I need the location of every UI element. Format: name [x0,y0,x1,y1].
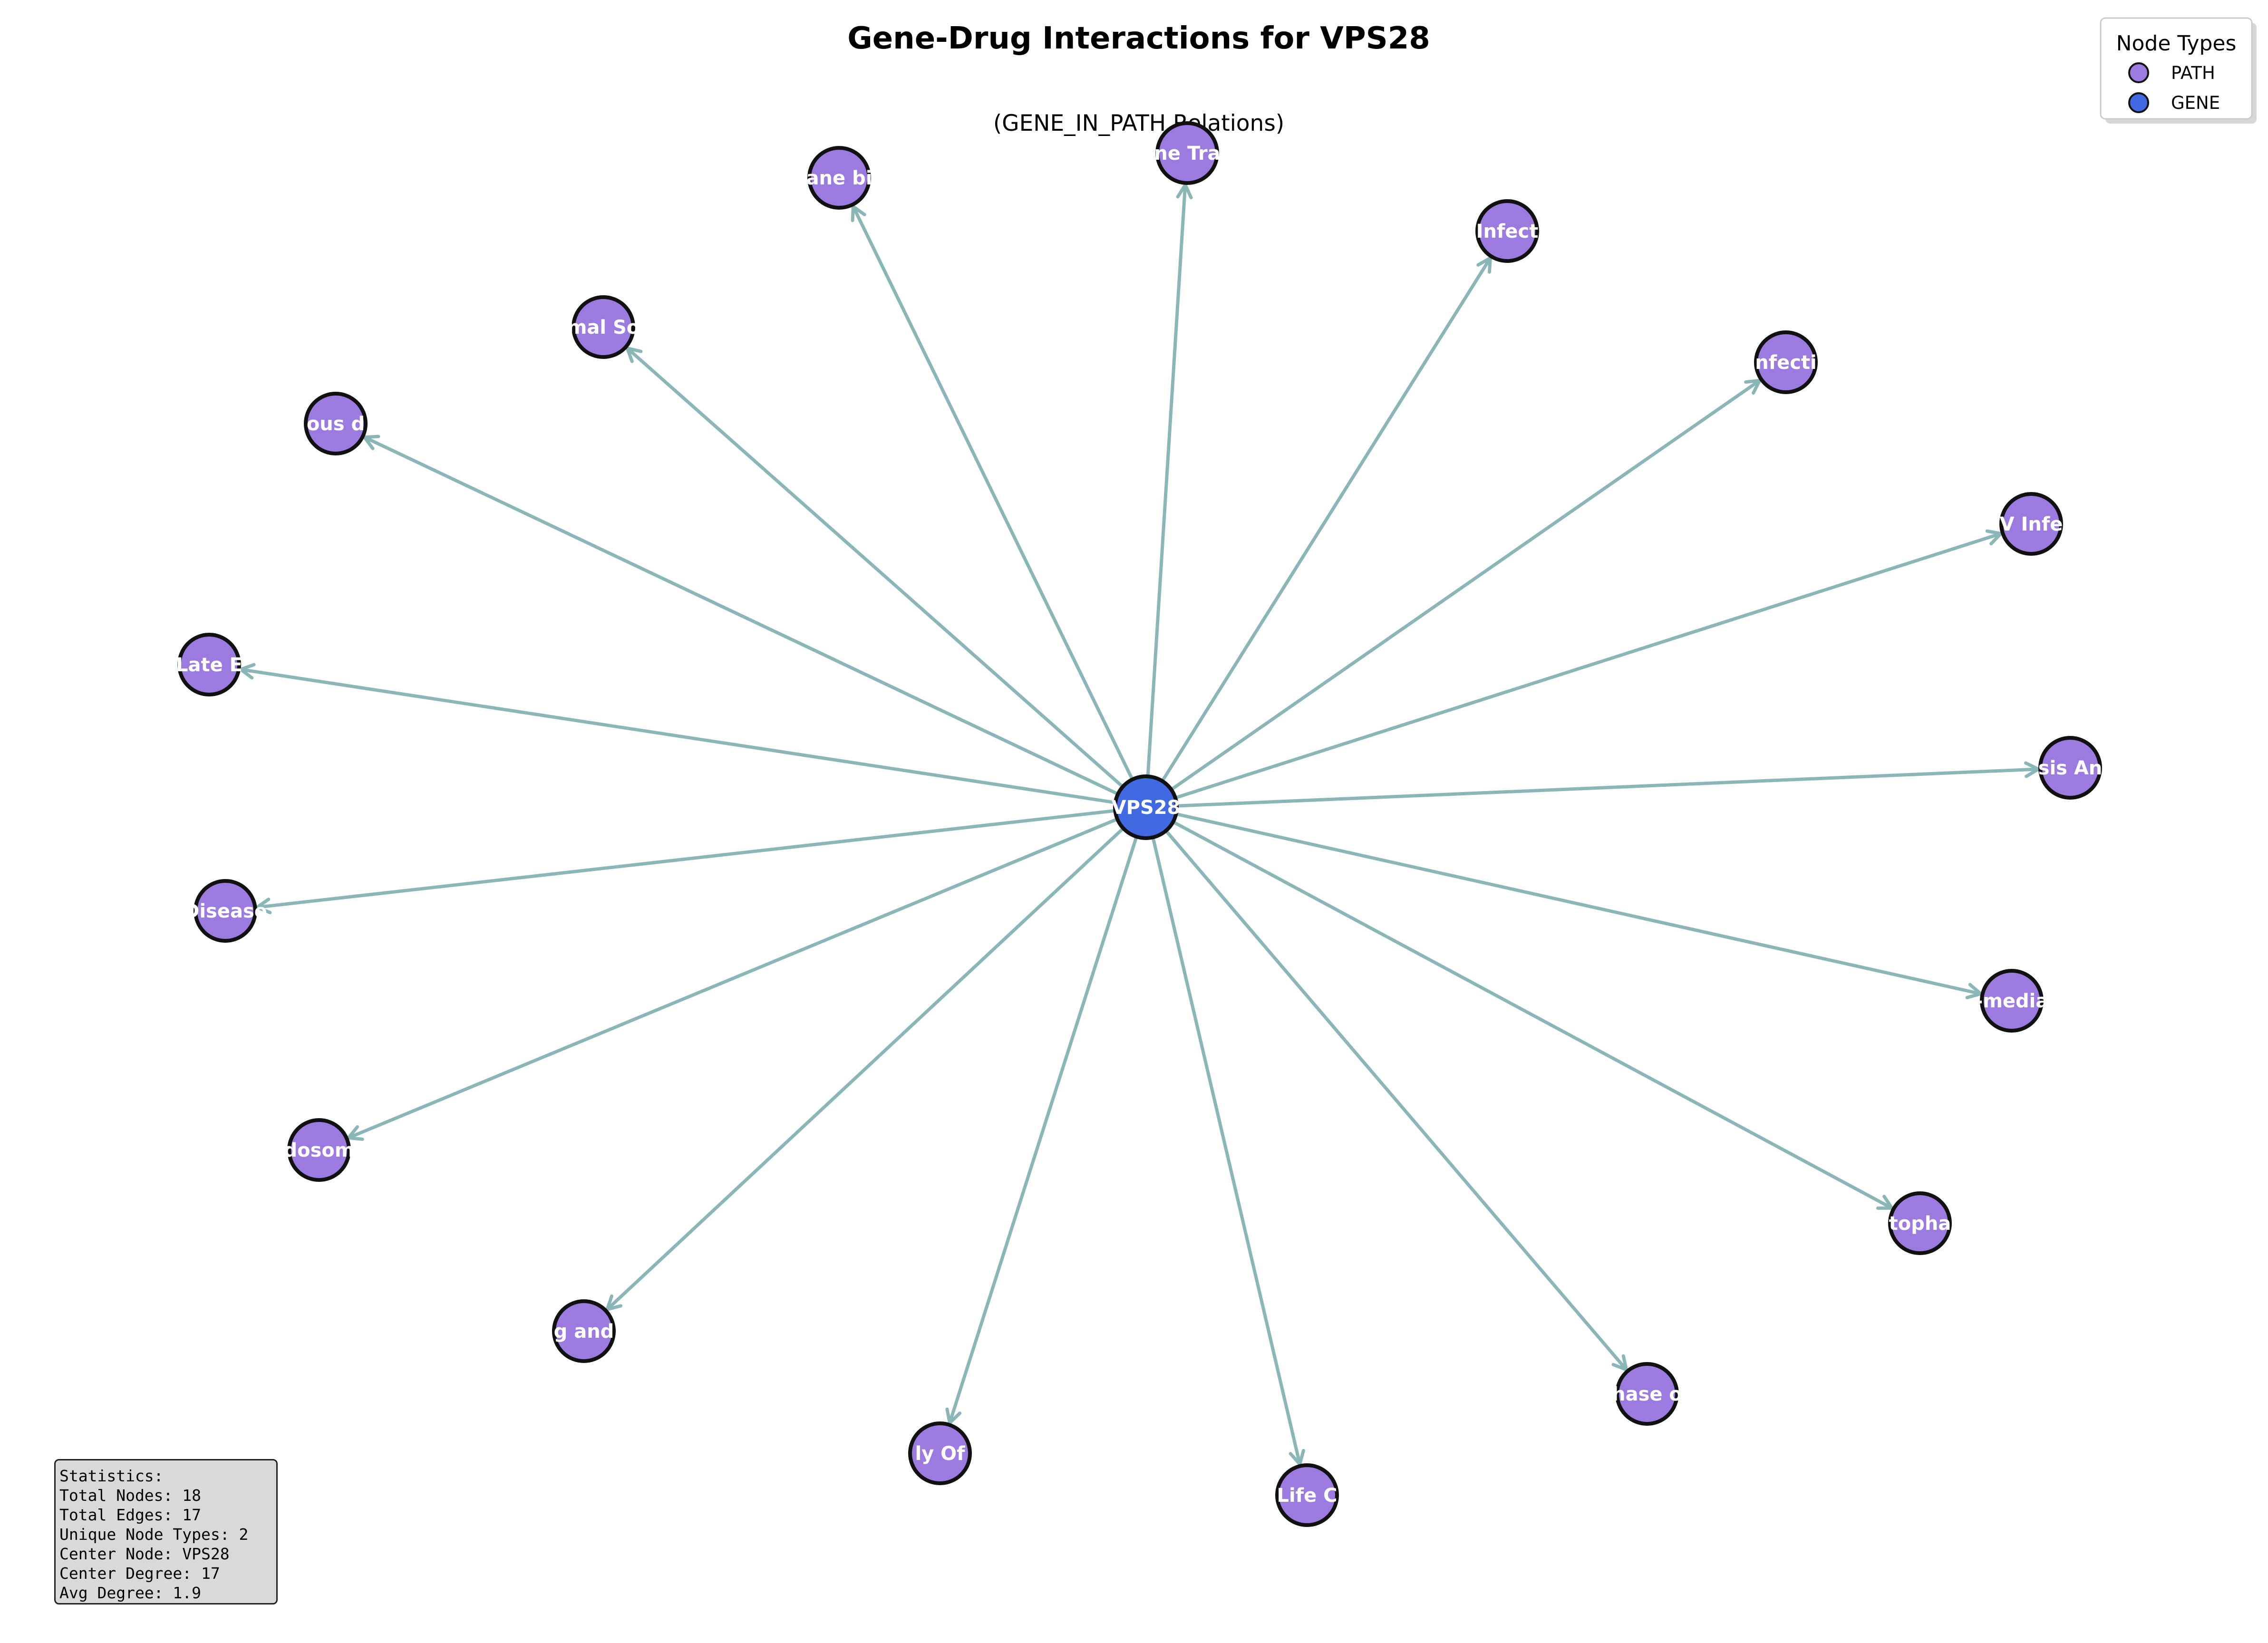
edges-layer [237,181,2042,1468]
stats-line: Center Node: VPS28 [59,1545,230,1563]
path-node-label: ous d [307,413,365,435]
path-node-label: V Infe [2000,513,2063,535]
path-node[interactable] [1615,1362,1679,1426]
edge [606,827,1124,1311]
legend: Node Types PATH GENE [2100,17,2257,124]
path-node-label: Disease [184,900,267,922]
edge [1151,837,1302,1465]
path-node[interactable] [1155,121,1219,185]
edge [948,836,1138,1424]
stats-header: Statistics: [59,1467,164,1485]
path-node-label: topha [1889,1213,1951,1235]
diagram-subtitle: (GENE_IN_PATH Relations) [993,110,1284,136]
edge [1161,257,1492,782]
edge-arrowhead [253,898,272,915]
path-node[interactable] [1275,1463,1339,1527]
path-node-label: Late E [176,654,242,676]
path-node-label: ly Of [915,1443,965,1465]
stats-line: Avg Degree: 1.9 [59,1584,202,1602]
path-node-label: hase o [1612,1383,1682,1405]
path-node[interactable] [572,295,635,359]
path-node[interactable] [1475,199,1539,263]
edge [257,809,1115,909]
edge [1164,830,1628,1371]
edge [348,817,1118,1140]
statistics-box: Statistics: Total Nodes: 18 Total Edges:… [54,1459,278,1604]
path-node-label: sis An [2038,757,2103,779]
path-node-label: Life C [1277,1485,1337,1507]
edge-arrowhead [1744,378,1763,395]
edge-arrowhead [361,435,380,450]
edge-arrowhead [1965,983,1984,999]
edge-arrowhead [237,663,256,680]
edge [626,347,1124,788]
edge-arrowhead [1611,1354,1629,1372]
edge [1176,767,2039,808]
path-node-label: ane bi [806,167,872,189]
path-node[interactable] [1888,1191,1952,1255]
edge-arrowhead [624,346,643,363]
path-node[interactable] [2038,736,2102,800]
edge [364,435,1119,796]
stats-line: Unique Node Types: 2 [59,1525,249,1544]
path-node[interactable] [177,633,241,696]
legend-gene-marker [2128,92,2149,113]
edge-arrowhead [2024,761,2042,778]
legend-title: Node Types [2116,31,2237,56]
path-node[interactable] [287,1118,351,1182]
edge [852,205,1134,781]
diagram-title: Gene-Drug Interactions for VPS28 [847,21,1430,56]
path-node-label: g and [554,1321,614,1343]
edge-arrowhead [945,1407,962,1427]
edge-arrowhead [1876,1195,1895,1210]
edge [1170,379,1761,791]
path-node[interactable] [194,879,257,943]
edge [1174,532,2002,800]
gene-node-label: VPS28 [1112,797,1181,819]
path-node-label: Infect [1476,221,1539,242]
legend-path-label: PATH [2171,63,2215,83]
path-node-label: dosom [283,1140,354,1161]
legend-gene-label: GENE [2171,93,2220,113]
stats-line: Total Nodes: 18 [59,1486,202,1505]
edge [1175,812,1981,995]
path-node-label: mal So [567,317,640,338]
edge [1172,820,1893,1210]
path-node[interactable] [304,392,368,455]
path-node[interactable] [1980,969,2044,1033]
edge-arrowhead [604,1294,623,1312]
edge [1146,184,1187,777]
legend-path-marker [2128,62,2149,83]
stats-line: Total Edges: 17 [59,1506,202,1524]
path-node[interactable] [552,1299,616,1363]
path-node[interactable] [1999,492,2063,556]
path-node-label: ne Tra [1154,143,1220,164]
path-node[interactable] [807,146,871,210]
edge [240,667,1116,804]
path-node[interactable] [1754,330,1818,394]
path-node-label: -media [1975,990,2049,1012]
stats-line: Center Degree: 17 [59,1564,220,1583]
path-node-label: nfecti [1755,352,1817,374]
path-node[interactable] [908,1421,972,1485]
gene-node[interactable] [1113,774,1179,840]
